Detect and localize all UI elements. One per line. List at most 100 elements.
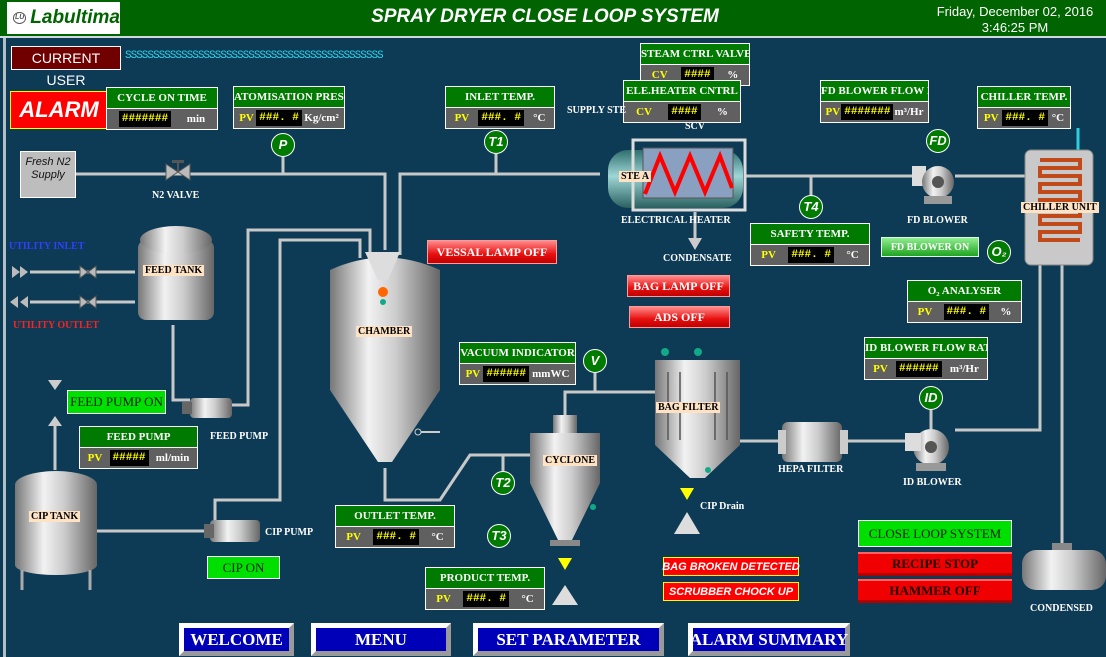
panel-title: FEED PUMP (80, 427, 197, 448)
panel-heater: ELE.HEATER CNTRL CV ####% (623, 80, 741, 123)
indicator-p: P (271, 133, 295, 157)
cip-tank-icon (15, 380, 97, 590)
value-display: ###### (896, 361, 942, 377)
tag-bag-filter: BAG FILTER (656, 402, 721, 413)
unit-label: °C (533, 112, 546, 124)
set-parameter-button[interactable]: SET PARAMETER (473, 623, 664, 656)
panel-title: ELE.HEATER CNTRL (624, 81, 740, 102)
recipe-stop-button[interactable]: RECIPE STOP (858, 552, 1012, 576)
close-loop-system-button[interactable]: CLOSE LOOP SYSTEM (858, 520, 1012, 547)
time: 3:46:25 PM (981, 20, 1049, 35)
panel-body: PV ###### m³/Hr (865, 359, 987, 379)
unit-label: m³/Hr (949, 363, 979, 375)
indicator-o2: O₂ (987, 240, 1011, 264)
unit-label: Kg/cm² (304, 112, 339, 124)
ads-off-button[interactable]: ADS OFF (629, 306, 730, 328)
panel-body: PV ###. #% (908, 302, 1021, 322)
label-electrical-heater: ELECTRICAL HEATER (621, 215, 731, 226)
alarm-summary-button[interactable]: ALARM SUMMARY (688, 623, 850, 656)
panel-body: PV###. #Kg/cm² (234, 108, 344, 128)
panel-body: PV###. #°C (336, 527, 454, 547)
panel-body: CV ####% (624, 102, 740, 122)
label-fd-blower: FD BLOWER (907, 215, 968, 226)
panel-cycle: CYCLE ON TIME#######min (106, 87, 218, 130)
value-display: ###. # (478, 110, 524, 126)
scrubber-chock-up-button[interactable]: SCRUBBER CHOCK UP (663, 582, 799, 601)
unit-label: ml/min (155, 452, 190, 464)
hammer-off-button[interactable]: HAMMER OFF (858, 579, 1012, 603)
value-display: ###. # (256, 110, 302, 126)
panel-title: VACUUM INDICATOR (460, 343, 575, 364)
label-supply-steam: SUPPLY STE (567, 105, 627, 116)
indicator-v: V (583, 349, 607, 373)
page-title: SPRAY DRYER CLOSE LOOP SYSTEM (371, 6, 719, 27)
condensed-tank-icon (1022, 543, 1106, 590)
value-tag: PV (825, 106, 841, 118)
value-tag: PV (436, 593, 451, 605)
pipes (30, 154, 1064, 545)
value-display: #### (668, 104, 701, 120)
n2-valve-icon (165, 160, 191, 181)
value-tag: CV (636, 106, 652, 118)
panel-title: CYCLE ON TIME (107, 88, 217, 109)
panel-safety: SAFETY TEMP.PV###. #°C (750, 223, 870, 266)
panel-body: PV###. #°C (426, 589, 544, 609)
bag-broken-detected-button[interactable]: BAG BROKEN DETECTED (662, 557, 800, 576)
tag-cip-tank: CIP TANK (29, 511, 81, 522)
welcome-button[interactable]: WELCOME (179, 623, 294, 656)
panel-atom: ATOMISATION PRESS.PV###. #Kg/cm² (233, 86, 345, 129)
panel-o2: O₂ ANALYSER PV ###. #% (907, 280, 1022, 323)
value-tag: PV (917, 306, 933, 318)
panel-title: O₂ ANALYSER (908, 281, 1021, 302)
panel-body: PV#######m³/Hr (821, 102, 928, 122)
indicator-id: ID (919, 386, 943, 410)
cyclone-icon (530, 415, 600, 605)
panel-title: PRODUCT TEMP. (426, 568, 544, 589)
value-tag: PV (239, 112, 254, 124)
unit-label: % (716, 106, 728, 118)
value-tag: PV (465, 368, 481, 380)
feed-pump-on-button[interactable]: FEED PUMP ON (67, 390, 166, 414)
label-id-blower: ID BLOWER (903, 477, 962, 488)
feed-tank-icon (138, 226, 214, 320)
alarm-indicator[interactable]: ALARM (10, 91, 108, 129)
value-display: ####### (841, 104, 894, 120)
panel-title: INLET TEMP. (446, 87, 554, 108)
unit-label: % (727, 69, 739, 81)
menu-button[interactable]: MENU (311, 623, 451, 656)
date: Friday, December 02, 2016 (936, 4, 1094, 19)
vessal-lamp-off-button[interactable]: VESSAL LAMP OFF (427, 240, 557, 264)
value-display: ##### (109, 450, 149, 466)
tag-feed-tank: FEED TANK (143, 265, 205, 276)
panel-body: PV######mmWC (460, 364, 575, 384)
cip-on-button[interactable]: CIP ON (207, 556, 280, 579)
feed-pump-icon (182, 398, 232, 418)
utility-arrows (10, 266, 28, 308)
unit-label: °C (846, 249, 859, 261)
value-display: ###. # (1002, 110, 1048, 126)
fd-blower-on-button[interactable]: FD BLOWER ON (881, 237, 979, 257)
value-tag: PV (454, 112, 470, 124)
indicator-t1: T1 (484, 130, 508, 154)
value-display: ###. # (788, 247, 834, 263)
value-tag: PV (873, 363, 888, 375)
tag-chamber: CHAMBER (356, 326, 413, 337)
label-condensate: CONDENSATE (663, 253, 732, 264)
value-display: ###. # (463, 591, 509, 607)
value-tag: CV (651, 69, 668, 81)
unit-label: % (1000, 306, 1012, 318)
panel-product: PRODUCT TEMP.PV###. #°C (425, 567, 545, 610)
value-display: ###. # (943, 304, 990, 320)
current-user-button[interactable]: CURRENT USER (11, 46, 121, 88)
header-bar (0, 0, 1106, 38)
bag-lamp-off-button[interactable]: BAG LAMP OFF (627, 275, 730, 297)
panel-body: PV ###. # °C (446, 108, 554, 128)
indicator-t3: T3 (487, 524, 511, 548)
panel-title: SAFETY TEMP. (751, 224, 869, 245)
panel-body: PV###. #°C (978, 108, 1070, 128)
label-cip-drain: CIP Drain (700, 501, 745, 512)
